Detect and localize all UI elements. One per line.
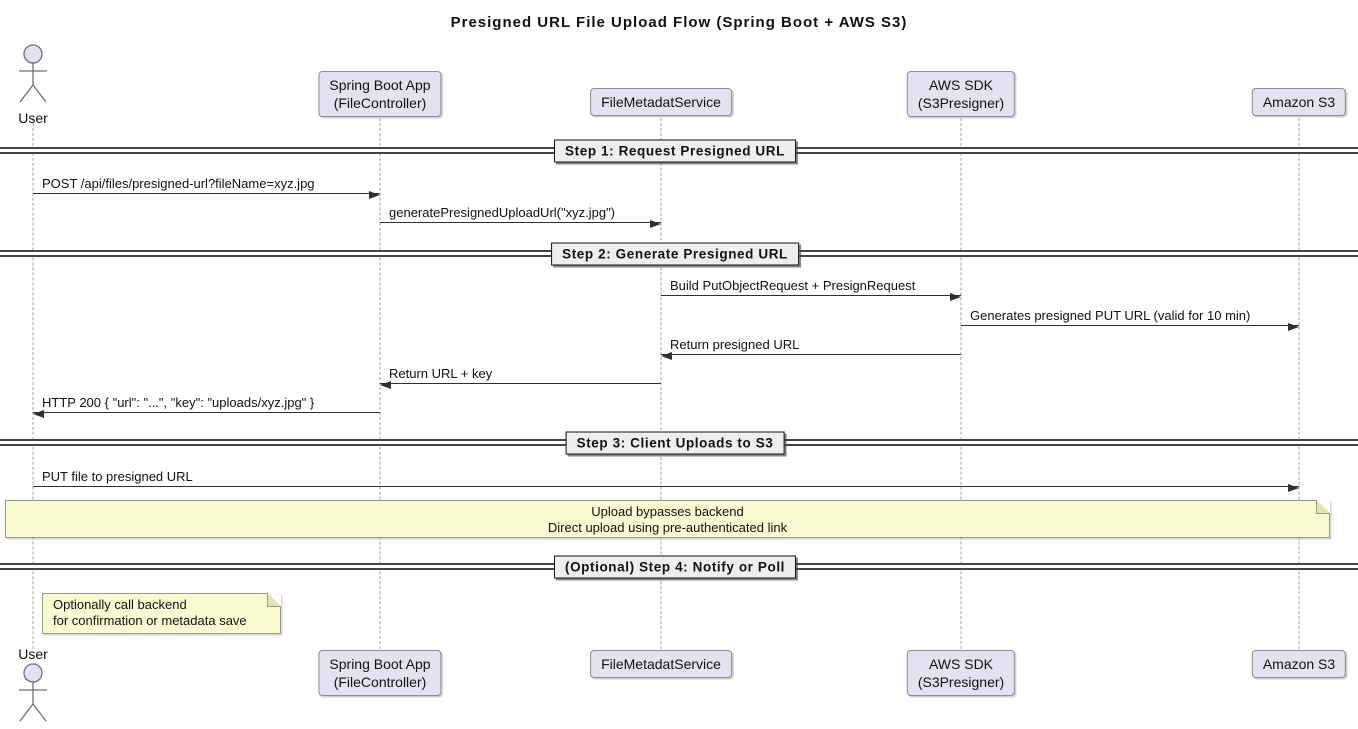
participant-label-line: FileMetadatService xyxy=(601,656,721,672)
lifeline-amazon-s3 xyxy=(1298,118,1300,649)
arrowhead-icon xyxy=(1288,483,1299,492)
participant-user-label: User xyxy=(18,646,48,662)
message-label: Build PutObjectRequest + PresignRequest xyxy=(670,278,916,293)
message-label: Return presigned URL xyxy=(670,337,800,352)
participant-spring-boot-app-bottom: Spring Boot App (FileController) xyxy=(318,650,442,696)
participant-label-line: Amazon S3 xyxy=(1262,94,1336,110)
message-put-file: PUT file to presigned URL xyxy=(33,465,1299,492)
divider-step-2: Step 2: Generate Presigned URL xyxy=(551,242,799,265)
message-label: PUT file to presigned URL xyxy=(42,469,193,484)
message-line xyxy=(33,193,380,194)
note-folded-corner-icon xyxy=(1316,500,1330,514)
divider-step-4: (Optional) Step 4: Notify or Poll xyxy=(553,555,797,578)
arrowhead-icon xyxy=(380,380,391,389)
arrowhead-icon xyxy=(1288,322,1299,331)
participant-spring-boot-app-top: Spring Boot App (FileController) xyxy=(318,71,442,117)
arrowhead-icon xyxy=(33,409,44,418)
participant-file-metadata-service-bottom: FileMetadatService xyxy=(590,650,732,678)
message-line xyxy=(380,383,661,384)
participant-label-line: (FileController) xyxy=(333,674,427,690)
message-http-200: HTTP 200 { "url": "...", "key": "uploads… xyxy=(33,391,380,418)
divider-step-1: Step 1: Request Presigned URL xyxy=(554,139,796,162)
participant-label-line: AWS SDK xyxy=(928,656,994,672)
message-line xyxy=(33,486,1299,487)
message-line xyxy=(661,295,961,296)
participant-amazon-s3-top: Amazon S3 xyxy=(1251,88,1347,116)
participant-user-top: User xyxy=(13,43,53,126)
note-text-line: Optionally call backend xyxy=(53,597,187,612)
message-generates-put-url: Generates presigned PUT URL (valid for 1… xyxy=(961,304,1299,331)
message-label: Generates presigned PUT URL (valid for 1… xyxy=(970,308,1251,323)
participant-file-metadata-service-top: FileMetadatService xyxy=(590,88,732,116)
participant-label-line: Spring Boot App xyxy=(329,656,431,672)
message-line xyxy=(661,354,961,355)
participant-user-bottom: User xyxy=(13,646,53,729)
participant-aws-sdk-bottom: AWS SDK (S3Presigner) xyxy=(906,650,1016,696)
arrowhead-icon xyxy=(650,219,661,228)
diagram-title: Presigned URL File Upload Flow (Spring B… xyxy=(450,14,908,31)
actor-stick-figure-icon xyxy=(19,663,47,722)
participant-label-line: Spring Boot App xyxy=(329,77,431,93)
message-label: POST /api/files/presigned-url?fileName=x… xyxy=(42,176,315,191)
participant-label-line: FileMetadatService xyxy=(601,94,721,110)
note-text-line: Upload bypasses backend xyxy=(591,504,744,519)
participant-label-line: AWS SDK xyxy=(928,77,994,93)
participant-label-line: (S3Presigner) xyxy=(917,674,1005,690)
message-line xyxy=(33,412,380,413)
participant-aws-sdk-top: AWS SDK (S3Presigner) xyxy=(906,71,1016,117)
participant-label-line: Amazon S3 xyxy=(1262,656,1336,672)
message-label: generatePresignedUploadUrl("xyz.jpg") xyxy=(389,205,616,220)
participant-label-line: (FileController) xyxy=(333,95,427,111)
arrowhead-icon xyxy=(950,292,961,301)
message-line xyxy=(961,325,1299,326)
lifeline-user xyxy=(32,118,34,649)
lifeline-file-metadata-service xyxy=(660,118,662,649)
message-build-requests: Build PutObjectRequest + PresignRequest xyxy=(661,274,961,301)
participant-label-line: (S3Presigner) xyxy=(917,95,1005,111)
note-text-line: for confirmation or metadata save xyxy=(53,613,247,628)
message-generate-upload-url: generatePresignedUploadUrl("xyz.jpg") xyxy=(380,201,661,228)
participant-amazon-s3-bottom: Amazon S3 xyxy=(1251,650,1347,678)
note-folded-corner-icon xyxy=(267,593,281,607)
actor-stick-figure-icon xyxy=(19,44,47,103)
lifeline-aws-sdk xyxy=(960,118,962,649)
message-post-presigned-url: POST /api/files/presigned-url?fileName=x… xyxy=(33,172,380,199)
message-line xyxy=(380,222,661,223)
note-text-line: Direct upload using pre-authenticated li… xyxy=(547,520,788,535)
participant-user-label: User xyxy=(18,110,48,126)
message-return-presigned-url: Return presigned URL xyxy=(661,333,961,360)
message-label: Return URL + key xyxy=(389,366,493,381)
arrowhead-icon xyxy=(369,190,380,199)
divider-step-3: Step 3: Client Uploads to S3 xyxy=(565,431,785,454)
message-return-url-key: Return URL + key xyxy=(380,362,661,389)
arrowhead-icon xyxy=(661,351,672,360)
message-label: HTTP 200 { "url": "...", "key": "uploads… xyxy=(42,395,315,410)
